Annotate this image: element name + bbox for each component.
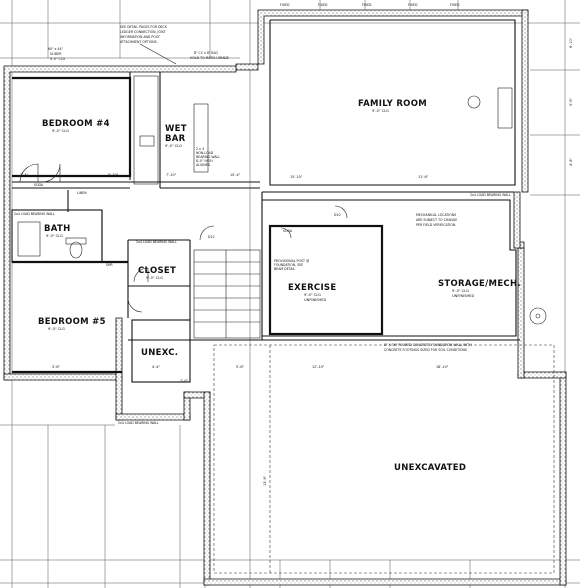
exercise-size: 9'-0" CLG xyxy=(304,293,321,297)
mechanical-note-1: MECHANICAL LOCATIONS xyxy=(416,213,456,217)
stair-note-3: BEAM DETAIL xyxy=(274,267,295,271)
bearing-wall-note-4: 2x4 LOAD BEARING WALL xyxy=(470,193,511,197)
stair-note-1: PROVISIONAL POST @ xyxy=(274,259,309,263)
foundation-note-2: CONCRETE FOOTINGS SIZED FOR SOIL CONDITI… xyxy=(384,348,467,352)
bedroom4-label: BEDROOM #4 xyxy=(42,119,110,129)
dim-2: 5'-10" xyxy=(108,173,119,177)
door-symbols: D10 D12 xyxy=(208,213,341,239)
stair-treads xyxy=(194,250,260,338)
bearing-wall-note-1: 2x4 LOAD BEARING WALL xyxy=(14,212,55,216)
symbol-d10: D10 xyxy=(334,213,341,217)
stair-note-2: FOUNDATION, SEE xyxy=(274,263,303,267)
plan-notes: SEE DETAIL PAGES FOR DECK LEDGER CONNECT… xyxy=(14,3,511,425)
window-note-1: 60" x 44" xyxy=(48,47,63,51)
family-room-size: 9'-0" CLG xyxy=(372,109,389,113)
fixed-label-3: FIXED xyxy=(408,3,418,7)
bearing-wall-note-2: 2x4 LOAD BEARING WALL xyxy=(136,240,177,244)
bedroom5-size: 9'-0" CLG xyxy=(48,327,65,331)
window-note-2: SLIDER xyxy=(50,52,62,56)
dim-9: 5'-6" xyxy=(236,365,244,369)
foundation-note-1: 8" X 36" POURED CONCRETE FOUNDATION WALL… xyxy=(384,343,472,347)
detail-note-3: INFORMATION AND POST xyxy=(120,35,160,39)
bedroom5-label: BEDROOM #5 xyxy=(38,317,106,327)
wetbar-note-4: 8'-0" HIGH xyxy=(196,159,213,163)
room-labels: FAMILY ROOM 9'-0" CLG BEDROOM #4 9'-0" C… xyxy=(38,99,521,473)
closet-size: 9'-0" CLG xyxy=(146,276,163,280)
foundation-walls xyxy=(3,9,567,586)
dim-right-low: 4'-8" xyxy=(569,158,573,166)
family-room-label: FAMILY ROOM xyxy=(358,99,427,109)
dim-10: 12'-10" xyxy=(312,365,325,369)
bar-label: BAR xyxy=(165,134,186,144)
exercise-label: EXERCISE xyxy=(288,283,336,293)
detail-note-1: SEE DETAIL PAGES FOR DECK xyxy=(120,25,168,29)
dimension-labels: 6'-10" 5'-6" 4'-8" 3'-4" 5'-10" 7'-10" 1… xyxy=(20,37,573,486)
bearing-wall-note-3: 2x4 LOAD BEARING WALL xyxy=(118,421,159,425)
unexc-small-label: UNEXC. xyxy=(141,348,178,358)
wet-bar-size: 9'-0" CLG xyxy=(165,144,182,148)
unexcavated-label: UNEXCAVATED xyxy=(394,463,466,473)
window-note-3: 9'-0" CLG xyxy=(50,57,66,61)
soda-label-2: SODA xyxy=(283,229,293,233)
wetbar-note-1: 2 x 4 xyxy=(196,147,204,151)
wetbar-note-3: BEARING WALL xyxy=(196,155,220,159)
dim-3: 7'-10" xyxy=(166,173,177,177)
detail-note-2: LEDGER CONNECTION, JOIST xyxy=(120,30,166,34)
mechanical-note-3: PER FIELD VERIFICATION. xyxy=(416,223,456,227)
dim-1: 3'-4" xyxy=(20,173,28,177)
wetbar-note-5: ALIGNED xyxy=(196,163,211,167)
wetbar-note-2: NON-LOAD xyxy=(196,151,214,155)
fixed-label-4: FIXED xyxy=(450,3,460,7)
fixed-label-2: FIXED xyxy=(362,3,372,7)
wet-label: WET xyxy=(165,124,187,134)
bath-label: BATH xyxy=(44,224,71,234)
fixed-label-5: FIXED xyxy=(280,3,290,7)
dim-12: 13'-8" xyxy=(263,475,267,486)
symbol-d12: D12 xyxy=(208,235,215,239)
dim-13: 18'-10" xyxy=(436,365,449,369)
interior-walls xyxy=(11,19,555,574)
storage-size: 9'-0" CLG xyxy=(452,289,469,293)
exercise-note: UNFINISHED xyxy=(304,298,326,302)
dim-7: 3'-8" xyxy=(52,365,60,369)
dim-right-top: 6'-10" xyxy=(569,37,573,48)
storage-label: STORAGE/MECH. xyxy=(438,279,521,289)
storage-note: UNFINISHED xyxy=(452,294,474,298)
fixed-label-1: FIXED xyxy=(318,3,328,7)
bedroom4-size: 9'-0" CLG xyxy=(52,129,69,133)
closet-label: CLOSET xyxy=(138,266,176,276)
grade-note-1: 8" CC x 8" BLD xyxy=(194,51,218,55)
dim-6: 11'-6" xyxy=(418,175,429,179)
grade-note-2: HOLD TO MATCH GRADE xyxy=(190,56,229,60)
bath-size: 9'-0" CLG xyxy=(46,234,63,238)
dim-11: 2'-0" xyxy=(180,379,188,383)
shr-label: SHR xyxy=(106,263,113,267)
dim-8: 4'-4" xyxy=(152,365,160,369)
dim-right-mid: 5'-6" xyxy=(569,98,573,106)
detail-note-4: ATTACHMENT OPTIONS. xyxy=(120,40,158,44)
fixtures xyxy=(17,87,547,325)
linen-label: LINEN xyxy=(77,191,87,195)
dim-4: 10'-4" xyxy=(230,173,241,177)
soda-label-1: SODA xyxy=(34,183,44,187)
mechanical-note-2: ARE SUBJECT TO CHANGE xyxy=(416,218,457,222)
dim-5: 15'-10" xyxy=(290,175,303,179)
door-swings xyxy=(19,163,348,313)
